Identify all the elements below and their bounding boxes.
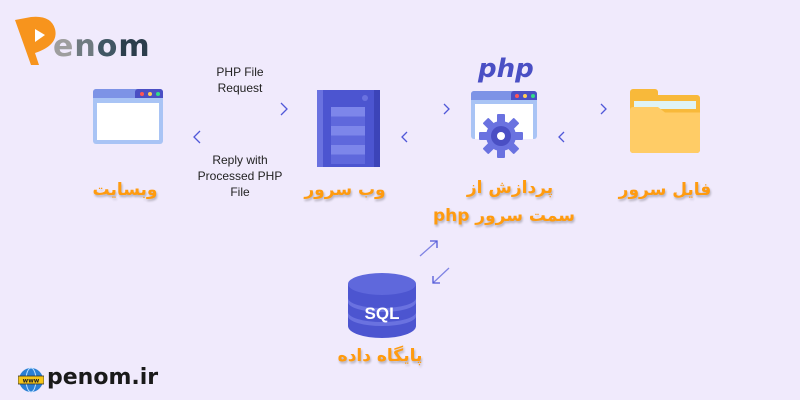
sql-label: SQL xyxy=(365,304,400,323)
server-icon xyxy=(317,90,380,167)
gear-icon xyxy=(479,114,523,158)
arrowhead xyxy=(280,102,288,116)
php-processing-label-1: پردازش از xyxy=(466,178,554,198)
file-server-label: فایل سرور xyxy=(618,180,712,200)
request-label: PHP File Request xyxy=(216,65,264,95)
svg-text:www: www xyxy=(23,378,40,385)
php-logo: php xyxy=(478,54,534,84)
arrow-up-right-icon xyxy=(419,240,438,257)
website-label: وبسایت xyxy=(92,180,158,200)
reply-label: Reply with Processed PHP File xyxy=(197,153,283,199)
folder-icon xyxy=(630,89,700,153)
php-processing-label-2: سمت سرور php xyxy=(432,206,575,226)
website-url[interactable]: penom.ir xyxy=(47,365,159,390)
browser-icon xyxy=(93,89,163,144)
play-logo-icon xyxy=(15,16,56,65)
database-label: پایگاه داده xyxy=(337,346,423,366)
web-server-label: وب سرور xyxy=(304,180,386,200)
globe-icon: www xyxy=(18,367,44,393)
arrow-down-left-icon xyxy=(432,267,450,284)
database-icon: SQL xyxy=(348,273,416,338)
penom-logo: enom xyxy=(15,15,155,70)
